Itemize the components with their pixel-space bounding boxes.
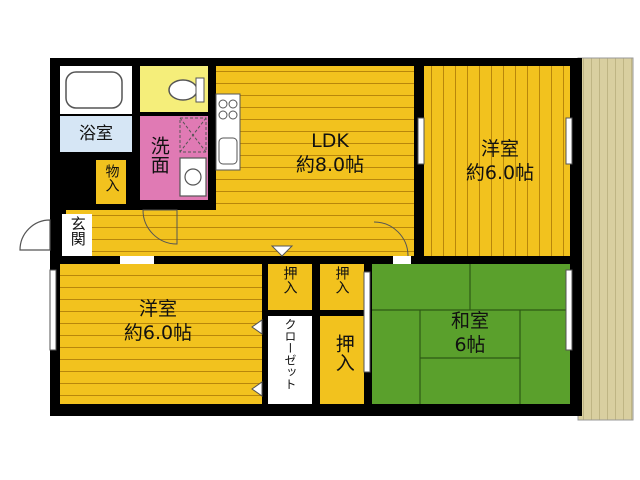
bath-room [60,116,132,152]
ldk-name: LDK [311,130,349,152]
closet-a [268,264,312,310]
closet-door-marks [251,245,294,397]
closet-b [320,264,364,310]
japanese-name: 和室 [450,310,489,332]
tatami-lines [372,264,570,404]
entrance-door [19,219,51,251]
western-ne-name: 洋室 [480,138,519,160]
door-openings [120,256,411,264]
japanese-room [372,264,570,404]
windows [49,117,573,373]
japanese-size: 6帖 [454,333,486,356]
washing-machine-space [179,117,207,153]
western-ne-size: 約6.0帖 [465,161,535,184]
ldk-label: LDK 約8.0帖 [270,130,390,178]
walkin-closet-label: クローゼット [283,318,297,390]
closet-c-label: 押入 [332,334,355,372]
entrance-label: 玄関 [68,216,87,246]
bathtub [65,71,123,109]
western-room-sw [60,264,262,404]
washroom-label: 洗面 [147,136,170,174]
closet-c [320,316,364,404]
entrance [62,214,92,256]
western-sw-label: 洋室 約6.0帖 [98,298,218,346]
storage-room [96,160,126,204]
japanese-label: 和室 6帖 [410,310,530,358]
western-ne-label: 洋室 約6.0帖 [440,138,560,186]
toilet-bowl [168,79,198,101]
closet-a-label: 押入 [281,266,298,294]
ldk-size: 約8.0帖 [295,153,365,176]
ldk-room [216,66,414,256]
western-sw-size: 約6.0帖 [123,321,193,344]
storage-label: 物入 [103,164,120,192]
hall-door-swing [142,209,178,245]
bath-label: 浴室 [79,124,113,144]
balcony [577,57,634,421]
ldk-door-swing [373,221,409,257]
western-sw-name: 洋室 [138,298,177,320]
walk-in-closet [268,316,312,404]
closet-b-label: 押入 [333,266,350,294]
western-room-ne [424,66,570,256]
toilet-tank [195,77,205,103]
